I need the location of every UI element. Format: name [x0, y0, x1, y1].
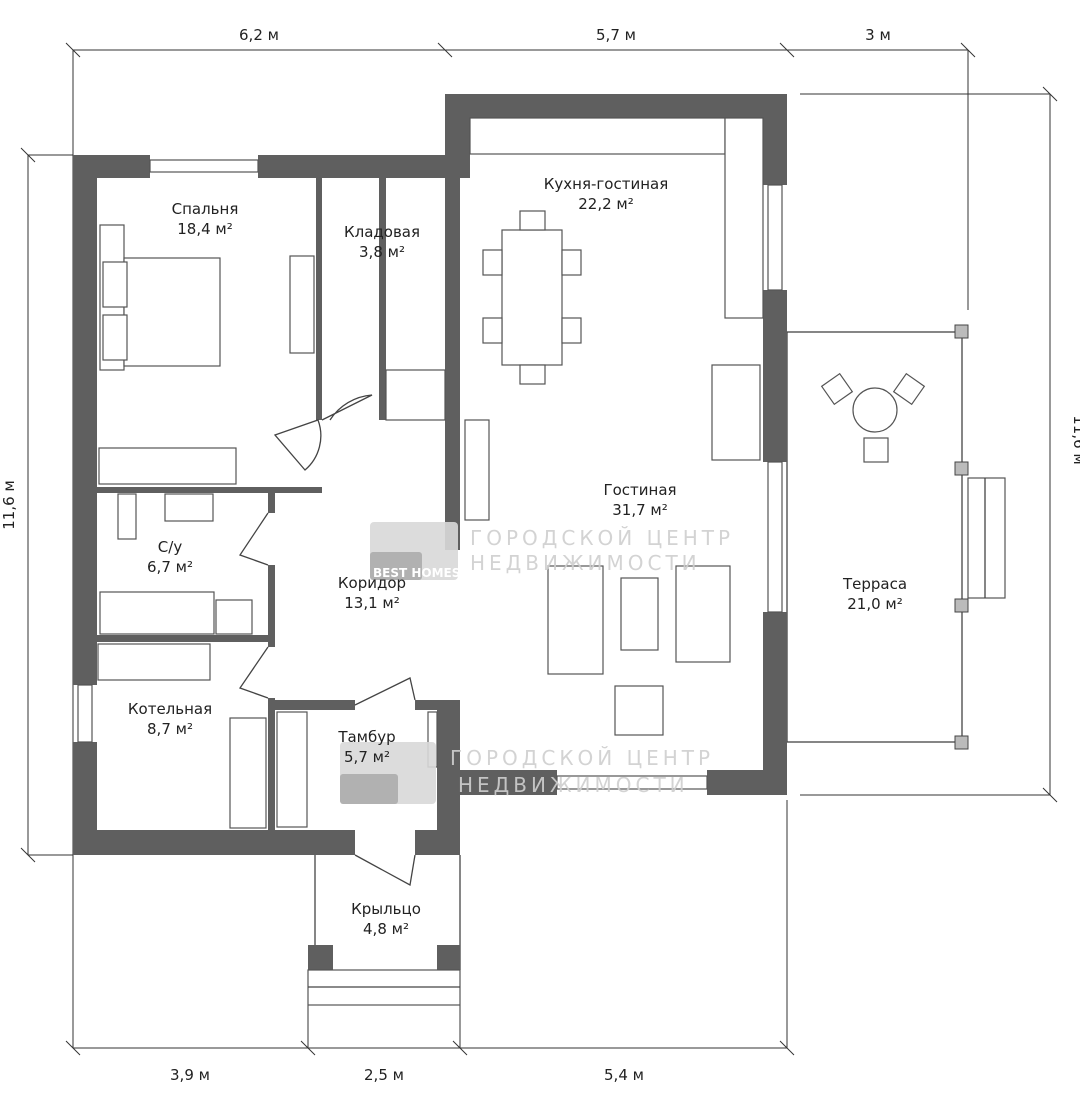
room-name-corridor: Коридор — [338, 574, 406, 592]
dim-bottom-1: 3,9 м — [170, 1066, 210, 1084]
room-area-living: 31,7 м² — [612, 501, 668, 519]
room-area-boiler: 8,7 м² — [147, 720, 193, 738]
watermark-logo: BEST HOMES — [373, 566, 460, 580]
room-name-bedroom: Спальня — [172, 200, 239, 218]
room-labels: Спальня 18,4 м² Кладовая 3,8 м² Кухня-го… — [128, 175, 907, 938]
room-name-terrace: Терраса — [842, 575, 907, 593]
dim-left: 11,6 м — [0, 480, 18, 529]
room-name-living: Гостиная — [603, 481, 676, 499]
room-name-vestibule: Тамбур — [337, 728, 395, 746]
room-name-pantry: Кладовая — [344, 223, 420, 241]
svg-text:ГОРОДСКОЙ ЦЕНТР: ГОРОДСКОЙ ЦЕНТР — [450, 746, 714, 770]
room-area-pantry: 3,8 м² — [359, 243, 405, 261]
watermark-line1: ГОРОДСКОЙ ЦЕНТР — [470, 526, 734, 550]
svg-text:НЕДВИЖИМОСТИ: НЕДВИЖИМОСТИ — [458, 773, 689, 797]
room-area-terrace: 21,0 м² — [847, 595, 903, 613]
room-area-vestibule: 5,7 м² — [344, 748, 390, 766]
watermark: BEST HOMES ГОРОДСКОЙ ЦЕНТР НЕДВИЖИМОСТИ … — [340, 522, 734, 804]
dim-top-3: 3 м — [865, 26, 891, 44]
room-area-porch: 4,8 м² — [363, 920, 409, 938]
room-area-bedroom: 18,4 м² — [177, 220, 233, 238]
watermark-line2: НЕДВИЖИМОСТИ — [470, 551, 701, 575]
furniture — [97, 117, 764, 887]
room-area-bathroom: 6,7 м² — [147, 558, 193, 576]
walls — [73, 94, 787, 855]
room-name-bathroom: С/у — [158, 538, 183, 556]
room-area-corridor: 13,1 м² — [344, 594, 400, 612]
dimension-labels: 6,2 м 5,7 м 3 м 3,9 м 2,5 м 5,4 м 11,6 м… — [0, 26, 1080, 1084]
dim-top-1: 6,2 м — [239, 26, 279, 44]
room-name-porch: Крыльцо — [351, 900, 421, 918]
room-name-kitchen: Кухня-гостиная — [544, 175, 668, 193]
dim-top-2: 5,7 м — [596, 26, 636, 44]
dim-bottom-2: 2,5 м — [364, 1066, 404, 1084]
room-name-boiler: Котельная — [128, 700, 212, 718]
terrace — [786, 324, 1006, 750]
porch — [307, 855, 461, 1006]
room-area-kitchen: 22,2 м² — [578, 195, 634, 213]
dim-bottom-3: 5,4 м — [604, 1066, 644, 1084]
dim-right: 11,6 м — [1070, 415, 1080, 464]
